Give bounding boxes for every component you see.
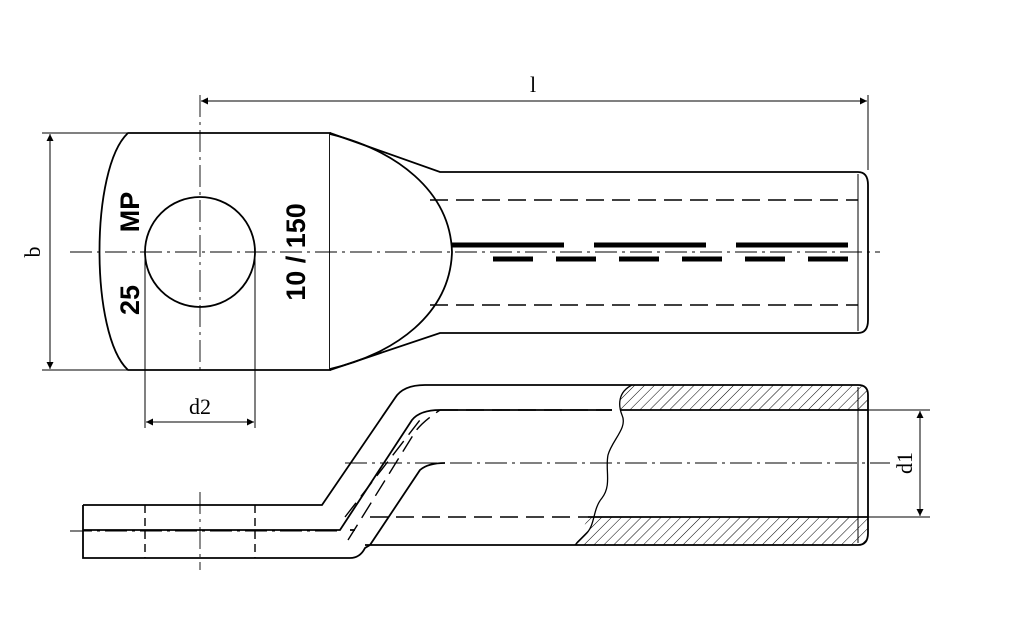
lug-neck-outline (329, 132, 869, 371)
marking-bolt-range: 10 / 150 (281, 203, 311, 301)
side-view-inner-outline (83, 409, 612, 531)
side-hidden-bend (347, 409, 441, 541)
dimension-width-label: b (20, 247, 45, 258)
side-view-outline (82, 384, 869, 559)
marking-cross-section: 25 (115, 285, 145, 315)
marking-brand: MP (115, 192, 145, 233)
dimension-hole-label: d2 (189, 394, 211, 419)
top-view: MP 25 10 / 150 (70, 95, 880, 372)
section-hatch-top (619, 385, 868, 410)
side-view (70, 384, 890, 570)
side-hidden-bend-lower (344, 419, 421, 518)
dimension-length-label: l (530, 72, 536, 97)
neck-arc (329, 133, 453, 370)
section-hatch-bottom (575, 517, 868, 545)
dimensions: l b d2 d1 (20, 72, 930, 518)
section-break-line (574, 384, 633, 546)
dimension-bore-label: d1 (892, 452, 917, 474)
